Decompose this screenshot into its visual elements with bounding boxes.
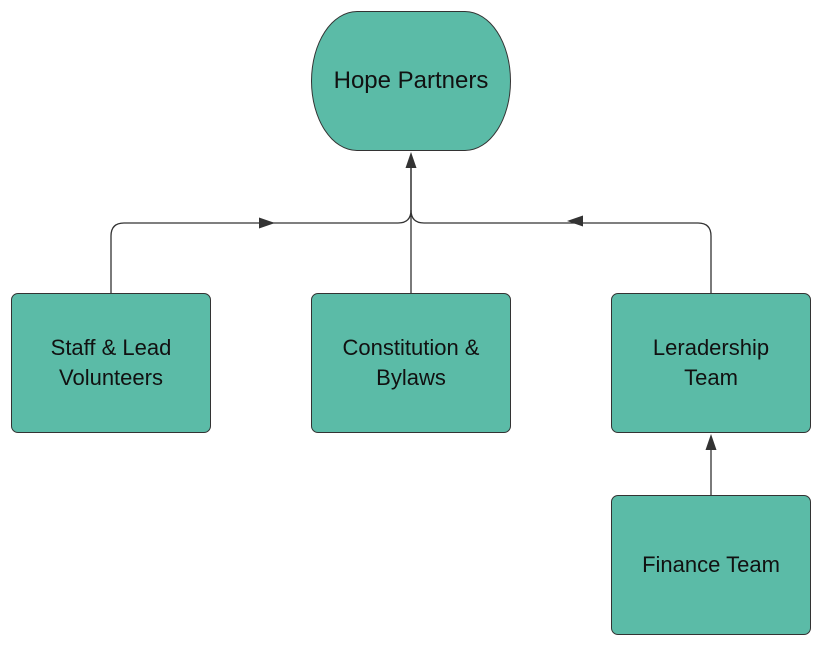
arrowhead-leadership-mid — [567, 215, 583, 227]
node-constitution-bylaws-label: Constitution & Bylaws — [342, 335, 480, 390]
node-leadership-team-label: Leradership Team — [652, 335, 770, 390]
node-staff-lead-volunteers[interactable]: Staff & Lead Volunteers — [11, 293, 211, 433]
node-finance-team-label: Finance Team — [642, 552, 780, 577]
connector-staff-to-root — [110, 165, 412, 293]
connector-leadership-to-root — [410, 209, 712, 293]
node-finance-team[interactable]: Finance Team — [611, 495, 811, 635]
node-hope-partners-label: Hope Partners — [333, 67, 489, 94]
node-hope-partners[interactable]: Hope Partners — [311, 11, 511, 151]
node-staff-lead-volunteers-label: Staff & Lead Volunteers — [50, 335, 172, 390]
arrowhead-leadership — [705, 434, 717, 450]
node-constitution-bylaws[interactable]: Constitution & Bylaws — [311, 293, 511, 433]
arrowhead-root — [405, 152, 417, 168]
node-leadership-team[interactable]: Leradership Team — [611, 293, 811, 433]
arrowhead-staff-mid — [259, 217, 275, 229]
